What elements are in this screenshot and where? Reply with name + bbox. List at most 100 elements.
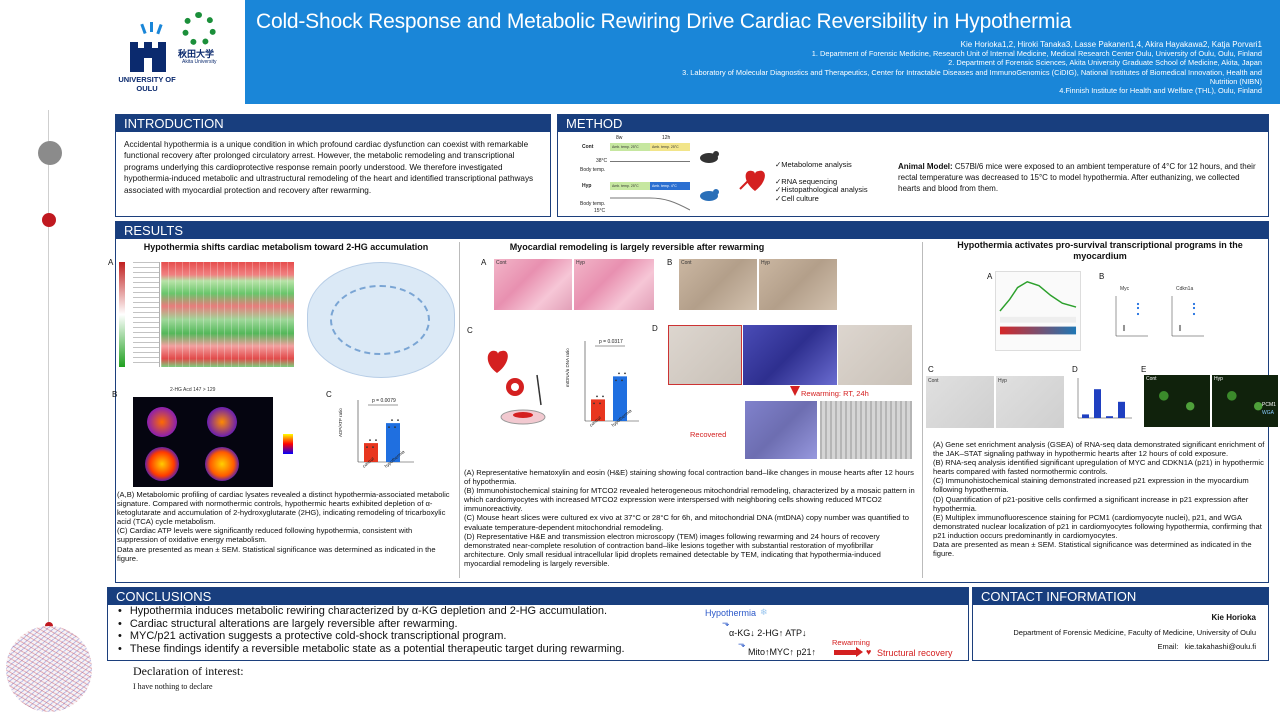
contact-heading: CONTACT INFORMATION — [973, 588, 1268, 605]
if-wga-label: WGA — [1262, 410, 1274, 416]
ihc-cont-label: Cont — [681, 260, 692, 266]
col3-panel-e-label: E — [1141, 365, 1147, 374]
x-tick-0: control — [588, 415, 602, 428]
heart-syringe-icon — [739, 170, 765, 191]
method-cont-label: Cont — [582, 144, 594, 150]
conclusions-heading: CONCLUSIONS — [108, 588, 968, 605]
col2-legend: (A) Representative hematoxylin and eosin… — [464, 468, 916, 568]
col2-panel-c-label: C — [467, 326, 473, 335]
contact-email-link[interactable]: kie.takahashi@oulu.fi — [1184, 642, 1256, 651]
col3-legend-c: (C) Immunohistochemical staining demonst… — [933, 476, 1249, 495]
p21-bar-3 — [1118, 401, 1125, 418]
col3-panel-a-label: A — [987, 272, 993, 281]
contact-email-row: Email: kie.takahashi@oulu.fi — [1157, 642, 1256, 651]
snowflake-icon: ❄ — [760, 607, 768, 617]
affiliation-3: 3. Laboratory of Molecular Diagnostics a… — [682, 67, 1262, 77]
col3-panel-b-label: B — [1099, 272, 1105, 281]
point-1-3 — [397, 419, 399, 422]
col2-legend-b: (B) Immunohistochemical staining for MTC… — [464, 486, 915, 514]
rewarming-arrow-icon — [790, 386, 800, 396]
imaging-ms-title: 2-HG Acd 147 > 129 — [170, 387, 216, 393]
heart-icon: ♥ — [866, 647, 872, 657]
rewarming-label: Rewarming: RT, 24h — [801, 389, 869, 398]
recovered-label: Recovered — [690, 430, 727, 439]
he-hyp-image — [574, 259, 654, 310]
col2-legend-d: (D) Representative H&E and transmission … — [464, 531, 881, 568]
cold-mouse-icon — [700, 189, 719, 201]
point-0-2 — [599, 402, 601, 405]
ihc-p21-hyp-image — [996, 376, 1064, 428]
method-heading: METHOD — [558, 115, 1268, 132]
method-hyp-temp-curve — [610, 197, 690, 211]
concl-red-arrow-shaft — [834, 650, 858, 655]
results-divider-1 — [459, 242, 460, 578]
dot-2 — [1178, 324, 1182, 328]
col1-panel-c-label: C — [326, 390, 332, 399]
contact-email-label: Email: — [1157, 642, 1179, 651]
akita-university-logo-icon — [182, 12, 216, 46]
concl-diag-hypothermia: Hypothermia — [705, 608, 757, 618]
concl-structural-recovery: Structural recovery — [877, 648, 953, 658]
col3-legend-a: (A) Gene set enrichment analysis (GSEA) … — [933, 440, 1265, 459]
point-1-2 — [394, 426, 396, 429]
p21-quantification-chart — [1077, 378, 1132, 419]
bar-1 — [386, 423, 400, 462]
point-1-2 — [621, 379, 623, 382]
col1-panel-a-label: A — [108, 258, 114, 267]
col1-panel-b-label: B — [112, 390, 118, 399]
logo-panel: UNIVERSITY OF OULU 秋田大学 Akita University — [0, 0, 245, 104]
point-0-0 — [593, 402, 595, 405]
method-body-temp-label: Body temp. — [580, 167, 606, 173]
point-1-1 — [618, 372, 620, 375]
metabolome-heatmap — [161, 262, 294, 367]
method-cont-temp-line — [610, 161, 690, 162]
point-1-0 — [615, 379, 617, 382]
col3-legend-d: (D) Quantification of p21-positive cells… — [933, 494, 1249, 513]
method-analysis-list: ✓Metabolome analysis ✓RNA sequencing ✓Hi… — [775, 160, 868, 203]
point-1-3 — [624, 372, 626, 375]
dot-4 — [1136, 312, 1140, 316]
heatmap-color-scale — [119, 262, 125, 367]
poster-title: Cold-Shock Response and Metabolic Rewiri… — [256, 10, 1072, 33]
declaration-heading: Declaration of interest: — [133, 664, 244, 678]
col1-legend: (A,B) Metabolomic profiling of cardiac l… — [117, 490, 453, 563]
ms-heart-1 — [147, 407, 177, 437]
tem-recovered-image-2 — [820, 401, 912, 459]
if-cont-label: Cont — [1146, 376, 1157, 382]
decorative-red-dot — [42, 213, 56, 227]
ihc-mtco2-cont-image — [679, 259, 757, 310]
affiliation-1: 1. Department of Forensic Medicine, Rese… — [811, 49, 1262, 59]
dot-5 — [1136, 302, 1140, 306]
col3-panel-c-label: C — [928, 365, 934, 374]
col3-legend-b: (B) RNA-seq analysis identified signific… — [933, 458, 1264, 477]
concl-arrow-2-icon: ⬎ — [738, 639, 746, 649]
point-0-3 — [375, 439, 377, 441]
tca-cycle-ring — [330, 285, 430, 355]
ihc-p21-cont-image — [926, 376, 994, 428]
conclusion-item-3: MYC/p21 activation suggests a protective… — [118, 630, 625, 643]
dot-3 — [1136, 306, 1140, 310]
method-bar-cont-amb: Amb. temp. 25°C — [610, 143, 650, 151]
point-0-0 — [366, 446, 368, 448]
col2-panel-a-label: A — [481, 258, 487, 267]
concl-diag-metab: α-KG↓ 2-HG↑ ATP↓ — [729, 628, 807, 638]
decorative-gray-dot — [38, 141, 62, 165]
mouse-icon — [700, 151, 719, 163]
university-of-oulu-logo-icon — [130, 22, 166, 72]
gsea-plot — [995, 271, 1081, 351]
point-1-0 — [388, 426, 390, 429]
ms-heart-3 — [145, 447, 179, 481]
ihc-hyp-label: Hyp — [761, 260, 770, 266]
col2-panel-b-label: B — [667, 258, 673, 267]
contact-department: Department of Forensic Medicine, Faculty… — [1013, 628, 1256, 637]
dot-2 — [1122, 324, 1126, 328]
col2-panel-d-label: D — [652, 324, 658, 333]
animal-model-label: Animal Model: — [898, 162, 953, 171]
if-hyp-image — [1212, 375, 1278, 427]
he-cont-image — [494, 259, 572, 310]
y-axis-label: ADP/ATP ratio — [338, 408, 343, 437]
he-cont-label: Cont — [496, 260, 507, 266]
heart-slice-culture-icon — [487, 350, 546, 425]
point-0-1 — [596, 395, 598, 398]
